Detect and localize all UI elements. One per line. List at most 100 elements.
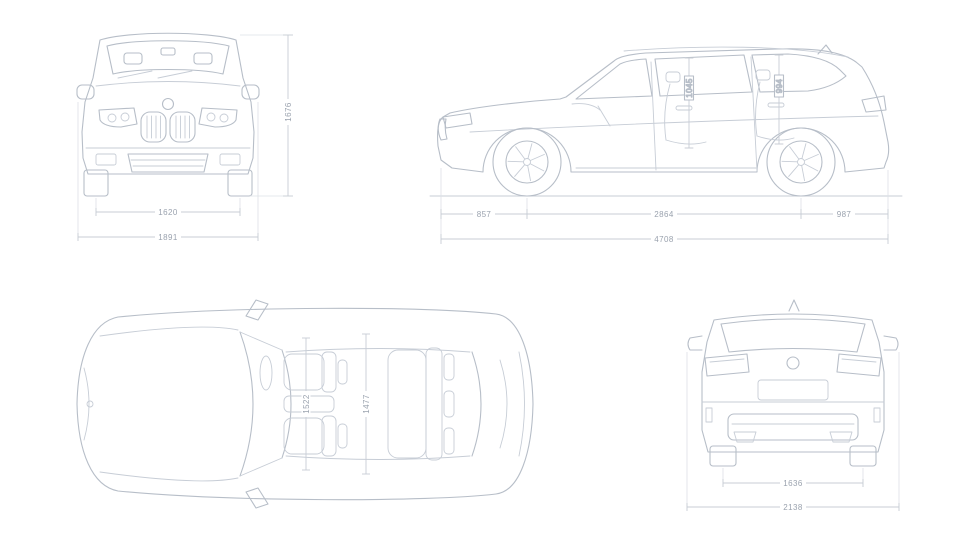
fog-intake-right (219, 153, 241, 166)
front-seat-back (664, 83, 671, 141)
roof-side-2 (285, 455, 471, 460)
rearview-mirror (160, 47, 176, 56)
dim-interior-height-rear: 994 (773, 54, 785, 145)
taillight-right (836, 353, 882, 377)
front-tire-right (227, 169, 253, 197)
dim-side-segments: 857 2864 987 (440, 209, 889, 219)
dim-side-overall-length: 4708 (440, 234, 889, 244)
hatch-arc (518, 351, 525, 457)
mirror-top-left (245, 299, 269, 321)
front-bumper-arc (83, 367, 90, 441)
mirror-top-right (245, 487, 269, 509)
antenna-fin-rear (788, 299, 800, 312)
dim-label-front-track: 1620 (158, 208, 178, 217)
side-window-rear (751, 53, 847, 93)
dim-rear-track: 1636 (722, 478, 864, 488)
top-view: 1522 1477 (76, 299, 534, 509)
side-kidney (437, 118, 448, 141)
dim-top-interior-width-rear: 1477 (361, 333, 371, 475)
side-body-outline (437, 48, 890, 173)
front-rim (505, 140, 549, 184)
side-view: 1045 994 857 (429, 44, 903, 244)
rear-headrest-3 (443, 427, 455, 455)
front-view-car (76, 32, 260, 197)
side-window-front (575, 58, 653, 100)
side-window-middle (654, 54, 753, 97)
reflector-left (705, 407, 713, 423)
side-mirror-left (76, 84, 95, 100)
rear-tire (766, 127, 836, 197)
antenna-fin (817, 44, 833, 55)
rear-view-dimensions: 1636 2138 (686, 352, 900, 512)
exhaust-right (829, 431, 853, 443)
steering-wheel-side (597, 105, 611, 127)
brand-roundel-top (86, 400, 94, 408)
dim-front-track: 1620 (95, 207, 241, 217)
side-headlight (442, 112, 473, 129)
taillight-left (704, 353, 750, 377)
kidney-grille-right (169, 111, 196, 143)
rear-view-car (687, 299, 899, 467)
front-seat-right-headrest (337, 423, 348, 449)
rear-tire-right (849, 445, 877, 467)
front-headrest-left (123, 52, 143, 65)
a-pillar-top-2 (239, 457, 283, 477)
front-tire (492, 127, 562, 197)
side-view-dimensions: 857 2864 987 4708 (440, 168, 889, 244)
hood-line-top-1 (99, 326, 239, 337)
front-view-dimensions: 1620 1891 1676 (77, 34, 293, 242)
dim-label-rear-track: 1636 (783, 479, 803, 488)
dim-label-interior-width-rear: 1477 (362, 394, 371, 414)
hood-line-top-2 (99, 471, 239, 482)
rear-wheel-spokes (781, 143, 819, 182)
a-pillar-top-1 (239, 331, 283, 351)
rear-window (720, 318, 866, 353)
windshield-top-arc (281, 349, 292, 459)
character-line (469, 115, 879, 133)
dim-label-interior-height-rear: 994 (775, 79, 784, 94)
rear-bench-back (425, 347, 443, 461)
roof-rail (623, 46, 849, 58)
reflector-right (873, 407, 881, 423)
top-view-dimensions: 1522 1477 (301, 333, 371, 475)
dim-top-interior-width-front: 1522 (301, 337, 311, 471)
front-seat-right-back (321, 415, 337, 457)
dim-label-front-overall-height: 1676 (284, 102, 293, 122)
roof-side-1 (285, 348, 471, 353)
front-seat-left-cushion (283, 353, 325, 391)
headlight-right-lens-1 (219, 113, 229, 123)
top-interior (259, 347, 455, 461)
fog-intake-left (95, 153, 117, 166)
dim-label-front-overhang: 857 (477, 210, 492, 219)
headlight-left (98, 107, 138, 128)
side-interior (571, 69, 795, 145)
dim-front-overall-height: 1676 (283, 34, 293, 197)
front-headrest-right (193, 52, 213, 65)
kidney-grille-left (140, 111, 167, 143)
roof-rear-arc (471, 351, 482, 457)
top-view-car (76, 299, 534, 509)
rear-headrest-1 (443, 353, 455, 381)
exhaust-left (733, 431, 757, 443)
lower-intake (127, 153, 209, 173)
rear-rim (779, 140, 823, 184)
wiper-left (117, 70, 153, 79)
headlight-right (198, 107, 238, 128)
front-seat-headrest (665, 71, 681, 83)
rear-headrest-2 (443, 390, 455, 418)
front-seat-right-cushion (283, 417, 325, 455)
rear-seat-cushion (756, 135, 795, 141)
front-wheel-spokes (507, 143, 545, 182)
headlight-right-lens-2 (206, 112, 216, 122)
rear-body-outline (701, 313, 885, 453)
dim-label-rear-overhang: 987 (837, 210, 852, 219)
dim-label-front-overall-width: 1891 (158, 233, 178, 242)
door-handle-rear (767, 102, 785, 108)
rear-seat-headrest (755, 69, 771, 81)
front-seat-left-back (321, 351, 337, 393)
rear-hub (797, 158, 805, 166)
front-hub (523, 158, 531, 166)
dim-label-rear-overall-width: 2138 (783, 503, 803, 512)
grille-slats (146, 115, 190, 139)
